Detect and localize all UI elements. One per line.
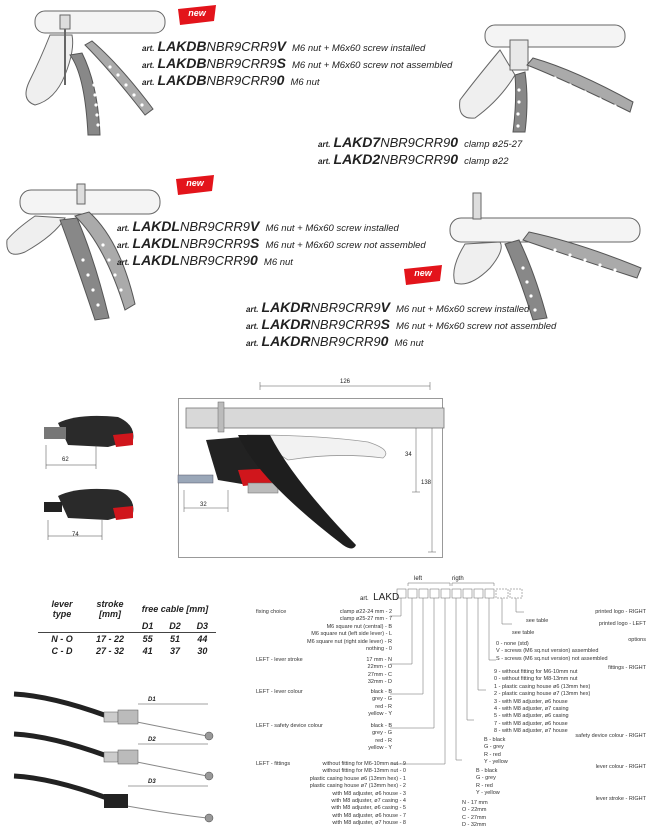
legend-logo-right: see table printed logo - RIGHT (526, 609, 646, 624)
legend-right-colour: B - black lever colour - RIGHT G - grey … (476, 764, 646, 797)
lever-illustration-central (25, 10, 166, 136)
legend-article-code: art. LAKD (360, 592, 400, 603)
new-badge: new (402, 265, 444, 285)
new-badge: new (174, 175, 216, 195)
legend-right-safety: B - black safety device colour - RIGHT G… (484, 733, 646, 766)
table-header-free-cable: free cable [mm] (141, 604, 209, 614)
table-row: N - O 17 - 22 55 51 44 (51, 634, 208, 644)
cable-label: D1 (148, 697, 156, 703)
dimension-detail-bottom: 74 (72, 532, 79, 538)
dimension-right-long: 138 (421, 480, 432, 486)
article-group-right-nut: art. LAKDRNBR9CRR9V M6 nut + M6x60 screw… (246, 299, 556, 350)
article-line: art. LAKDLNBR9CRR9S M6 nut + M6x60 screw… (117, 235, 426, 251)
spec-table-container: lever type stroke [mm] free cable [mm] D… (38, 598, 216, 657)
table-row: C - D 27 - 32 41 37 30 (51, 646, 208, 656)
article-line: art. LAKDRNBR9CRR90 M6 nut (246, 333, 424, 349)
legend-left-fittings: LEFT - fittings without fitting for M6-1… (256, 761, 406, 827)
dimension-top: 126 (340, 379, 351, 385)
lever-illustration-right (449, 192, 642, 321)
article-group-left-nut: art. LAKDLNBR9CRR9V M6 nut + M6x60 screw… (117, 218, 426, 269)
spec-table: lever type stroke [mm] free cable [mm] D… (38, 598, 216, 657)
table-subheader: D3 (196, 621, 209, 631)
article-group-clamp: art. LAKD7NBR9CRR90 clamp ø25-27 art. LA… (318, 134, 522, 168)
article-line: art. LAKDBNBR9CRR90 M6 nut (142, 72, 320, 88)
technical-drawing-lever (177, 382, 445, 553)
article-line: art. LAKDBNBR9CRR9S M6 nut + M6x60 screw… (142, 55, 453, 71)
article-line: art. LAKD7NBR9CRR90 clamp ø25-27 (318, 134, 523, 150)
legend-right-stroke: N - 17 mm lever stroke - RIGHT O - 22mm … (462, 796, 646, 829)
table-header-stroke: stroke [mm] (96, 599, 124, 619)
legend-left-stroke: LEFT - lever stroke 17 mm - N 22mm - O 2… (256, 657, 392, 686)
legend-options: 0 - none (std) options V - screws (M6 sq… (496, 637, 646, 662)
article-line: art. LAKDLNBR9CRR90 M6 nut (117, 252, 293, 268)
dimension-right-mid: 34 (405, 452, 412, 458)
cable-label: D3 (148, 779, 156, 785)
dimension-detail-top: 62 (62, 457, 69, 463)
cable-label: D2 (148, 737, 156, 743)
article-line: art. LAKDLNBR9CRR9V M6 nut + M6x60 screw… (117, 218, 399, 234)
legend-left-safety: LEFT - safety device colour black - B gr… (256, 723, 392, 752)
article-line: art. LAKDRNBR9CRR9S M6 nut + M6x60 screw… (246, 316, 557, 332)
table-header-lever-type: lever type (51, 599, 73, 619)
detail-drawing-top (44, 415, 134, 469)
lever-illustration-left (6, 183, 161, 321)
legend-left-colour: LEFT - lever colour black - B grey - G r… (256, 689, 392, 718)
legend-lines (390, 582, 524, 765)
legend-right-fittings: 9 - without fitting for M6-10mm nut fitt… (494, 665, 646, 735)
article-group-central-nut: art. LAKDBNBR9CRR9V M6 nut + M6x60 screw… (142, 38, 452, 89)
table-subheader: D2 (169, 621, 181, 631)
article-line: art. LAKD2NBR9CRR90 clamp ø22 (318, 151, 509, 167)
lever-illustration-clamp (459, 24, 634, 133)
new-badge: new (176, 5, 218, 25)
legend-fixing: fixing choice clamp ø22-24 mm - 2 clamp … (256, 609, 392, 653)
legend-header-left: left (414, 576, 423, 582)
article-line: art. LAKDBNBR9CRR9V M6 nut + M6x60 screw… (142, 38, 426, 54)
legend-logo-left: see table printed logo - LEFT (512, 621, 646, 636)
article-line: art. LAKDRNBR9CRR9V M6 nut + M6x60 screw… (246, 299, 530, 315)
cable-illustrations (13, 691, 214, 823)
legend-header-right: rigth (452, 576, 464, 582)
dimension-left-small: 32 (200, 502, 207, 508)
detail-drawing-bottom (44, 488, 134, 540)
table-subheader: D1 (141, 621, 154, 631)
